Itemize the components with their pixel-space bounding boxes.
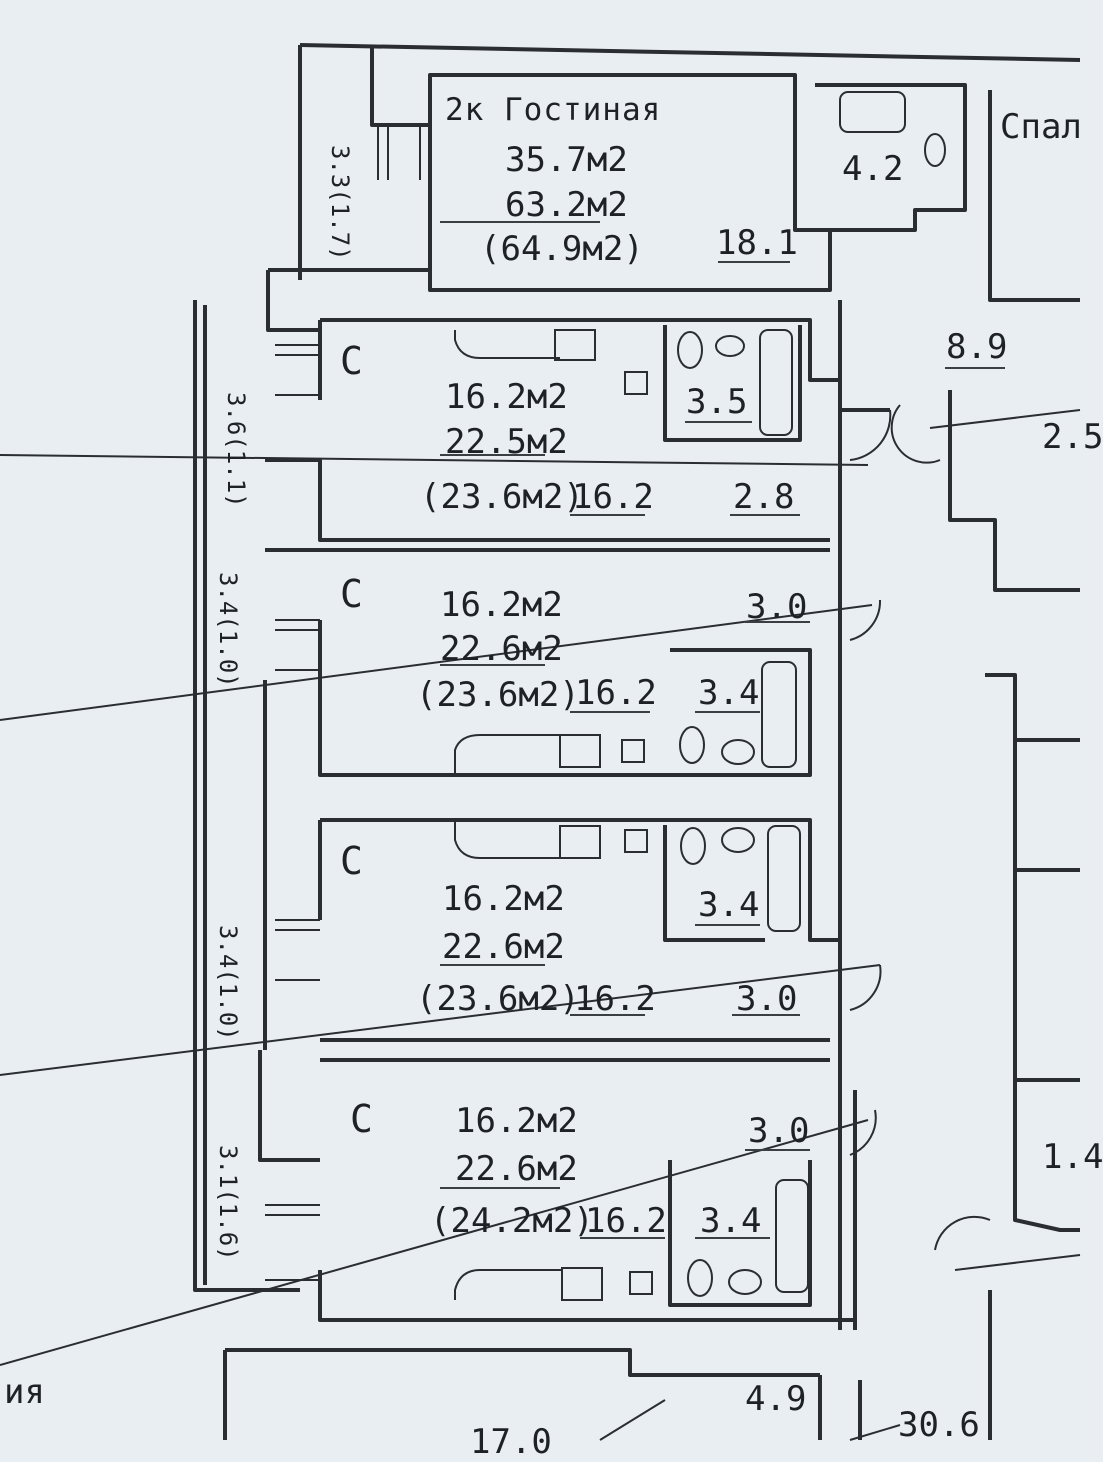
studio-4-hall-area: 3.0 [748,1111,810,1151]
studio-1-type: С [340,339,363,383]
studio-4-room-area: 16.2 [585,1201,667,1241]
studio-3-living: 16.2м2 [442,879,565,919]
studio-2-hall-area: 3.0 [746,587,808,627]
studio-1-total: 22.5м2 [445,422,568,462]
studio-2-type: С [340,572,363,616]
studio-2-total: 22.6м2 [440,629,563,669]
top-unit-total-with-balcony: (64.9м2) [480,229,644,269]
studio-4-bath-area: 3.4 [700,1201,762,1241]
studio-3-type: С [340,839,363,883]
studio-3-room-area: 16.2 [574,979,656,1019]
studio-3-hall-area: 3.0 [736,979,798,1019]
top-unit-balcony-area: 3.3(1.7) [326,145,354,261]
studio-3-balcony-area: 3.4(1.0) [214,925,242,1041]
top-unit-hall-area: 8.9 [946,327,1008,367]
studio-3-total-with-balcony: (23.6м2) [416,979,580,1019]
top-unit-living-area: 35.7м2 [505,140,628,180]
bottom-area-a: 4.9 [745,1379,807,1419]
bottom-left-cut-label: ия [4,1372,45,1412]
floor-plan-drawing [0,43,1081,1441]
bottom-area-c: 30.6 [898,1405,980,1445]
studio-4-type: С [350,1097,373,1141]
studio-2-room-area: 16.2 [575,673,657,713]
studio-2-total-with-balcony: (23.6м2) [416,675,580,715]
top-unit-total-area: 63.2м2 [505,185,628,225]
right-area: 1.4 [1042,1137,1103,1177]
studio-1-bath-area: 3.5 [686,382,748,422]
studio-1-balcony-area: 3.6(1.1) [222,392,250,508]
studio-2-balcony-area: 3.4(1.0) [214,572,242,688]
top-unit-room-area: 18.1 [716,223,798,263]
side-bath-area: 2.5 [1042,417,1103,457]
studio-2-bath-area: 3.4 [698,673,760,713]
studio-4-balcony-area: 3.1(1.6) [214,1145,242,1261]
bottom-area-b: 17.0 [470,1422,552,1462]
studio-4-total: 22.6м2 [455,1149,578,1189]
studio-2-living: 16.2м2 [440,585,563,625]
top-unit-bath-area: 4.2 [842,149,904,189]
studio-1-hall-area: 2.8 [733,477,795,517]
studio-3-total: 22.6м2 [442,927,565,967]
top-unit-title: 2к Гостиная [445,92,662,128]
top-unit-bedroom-label: Спал [1000,107,1082,147]
studio-1-total-with-balcony: (23.6м2) [420,477,584,517]
studio-1-living: 16.2м2 [445,377,568,417]
floor-plan: 2к Гостиная 35.7м2 63.2м2 (64.9м2) 18.1 … [0,43,1103,1459]
studio-1-room-area: 16.2 [572,477,654,517]
studio-4-living: 16.2м2 [455,1101,578,1141]
studio-4-total-with-balcony: (24.2м2) [430,1201,594,1241]
studio-3-bath-area: 3.4 [698,885,760,925]
